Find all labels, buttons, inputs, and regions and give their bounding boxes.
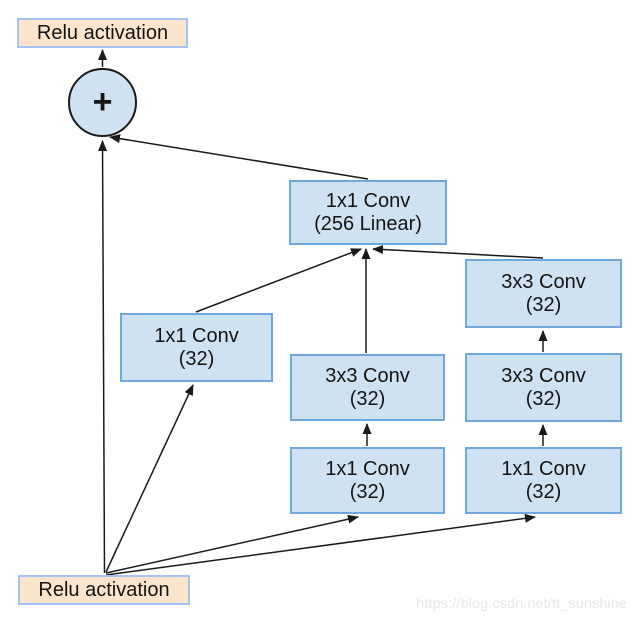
conv-left-line2: (32) [178,347,215,370]
conv-1x1-32-middle-box: 1x1 Conv (32) [290,447,445,514]
conv-mid-3x3-line1: 3x3 Conv [325,364,410,387]
conv-3x3-32-right-top-box: 3x3 Conv (32) [465,259,622,328]
conv-1x1-32-left-box: 1x1 Conv (32) [120,313,273,382]
arrow-256-to-sum [109,134,369,180]
conv-right-3x3-top-line1: 3x3 Conv [501,270,586,293]
arrow-input-to-sum [98,140,108,574]
plus-icon: + [92,83,113,121]
conv-right-3x3-mid-line1: 3x3 Conv [501,364,586,387]
arrow-input-to-right-conv [105,513,536,576]
conv-right-3x3-mid-line2: (32) [525,387,562,410]
conv-1x1-256-line1: 1x1 Conv [325,189,411,212]
conv-right-1x1-line1: 1x1 Conv [501,457,586,480]
relu-activation-output-label: Relu activation [36,22,169,44]
arrow-input-to-left-conv [105,384,194,573]
relu-activation-input-label: Relu activation [38,579,170,601]
watermark: https://blog.csdn.net/ft_sunshine [416,595,627,611]
conv-mid-1x1-line1: 1x1 Conv [325,457,410,480]
conv-1x1-256-line2: (256 Linear) [314,212,422,235]
sum-node: + [68,68,137,137]
relu-activation-output-box: Relu activation [17,18,188,48]
arrow-right-3x3-to-256 [372,245,544,259]
conv-3x3-32-right-middle-box: 3x3 Conv (32) [465,353,622,422]
conv-left-line1: 1x1 Conv [154,324,239,347]
conv-mid-3x3-line2: (32) [349,387,386,410]
relu-activation-input-box: Relu activation [18,575,190,605]
conv-right-3x3-top-line2: (32) [525,293,562,316]
conv-1x1-256-linear-box: 1x1 Conv (256 Linear) [289,180,447,245]
conv-3x3-32-middle-box: 3x3 Conv (32) [290,354,445,421]
arrow-input-to-mid-conv [105,514,359,574]
conv-mid-1x1-line2: (32) [349,480,386,503]
conv-right-1x1-line2: (32) [525,480,562,503]
arrow-left-conv-to-256 [195,248,362,313]
conv-1x1-32-right-box: 1x1 Conv (32) [465,447,622,514]
